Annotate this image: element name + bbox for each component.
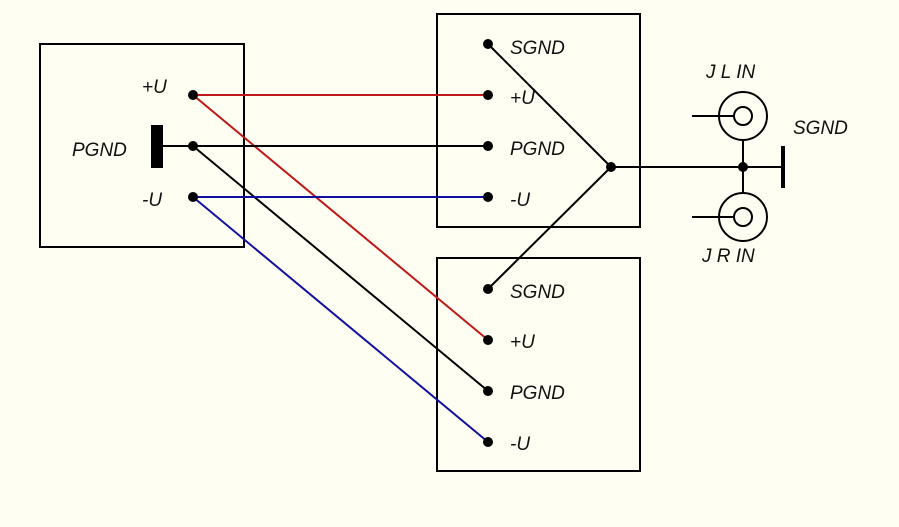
sgnd-label: SGND (793, 118, 848, 139)
ps-minus-terminal (188, 192, 198, 202)
top-minus-terminal (483, 192, 493, 202)
wire-pgnd-to-bottom (192, 145, 489, 392)
jack-right-label: J R IN (701, 246, 755, 267)
ps-label-minus: -U (142, 190, 162, 211)
ps-plus-terminal (188, 90, 198, 100)
power-supply-block: +U PGND -U (39, 43, 245, 248)
top-label-minus: -U (510, 190, 530, 211)
ps-label-plus: +U (142, 77, 167, 98)
top-label-plus: +U (510, 88, 535, 109)
module-bottom-block: SGND +U PGND -U (436, 257, 641, 472)
module-top-block: SGND +U PGND -U (436, 13, 641, 228)
top-plus-terminal (483, 90, 493, 100)
bottom-plus-terminal (483, 335, 493, 345)
wire-minus-to-bottom (192, 196, 489, 443)
jack-left-inner-icon (733, 106, 753, 126)
bottom-label-pgnd: PGND (510, 383, 565, 404)
jack-right: J R IN (692, 192, 768, 267)
jack-right-inner-icon (733, 207, 753, 227)
top-label-sgnd: SGND (510, 38, 565, 59)
junction-dots (188, 39, 748, 447)
bottom-label-sgnd: SGND (510, 282, 565, 303)
jack-left-outer-icon (718, 91, 768, 141)
jack-left-label: J L IN (705, 62, 756, 83)
module-bottom-outline (436, 257, 641, 472)
bottom-minus-terminal (483, 437, 493, 447)
wires (192, 43, 785, 443)
top-sgnd-terminal (483, 39, 493, 49)
wire-top-sgnd-to-star (487, 43, 612, 168)
wire-plus-to-bottom (192, 94, 489, 341)
ps-pgnd-terminal (188, 141, 198, 151)
bottom-sgnd-terminal (483, 284, 493, 294)
bottom-label-plus: +U (510, 332, 535, 353)
pgnd-ground-bar-icon (151, 125, 163, 168)
module-top-outline (436, 13, 641, 228)
jack-ground-junction (738, 162, 748, 172)
top-label-pgnd: PGND (510, 139, 565, 160)
top-pgnd-terminal (483, 141, 493, 151)
jack-right-outer-icon (718, 192, 768, 242)
bottom-pgnd-terminal (483, 386, 493, 396)
bottom-label-minus: -U (510, 434, 530, 455)
jack-left: J L IN (692, 62, 768, 141)
wire-bottom-sgnd-to-star (487, 166, 612, 290)
star-ground-junction (606, 162, 616, 172)
ps-label-pgnd: PGND (72, 140, 127, 161)
